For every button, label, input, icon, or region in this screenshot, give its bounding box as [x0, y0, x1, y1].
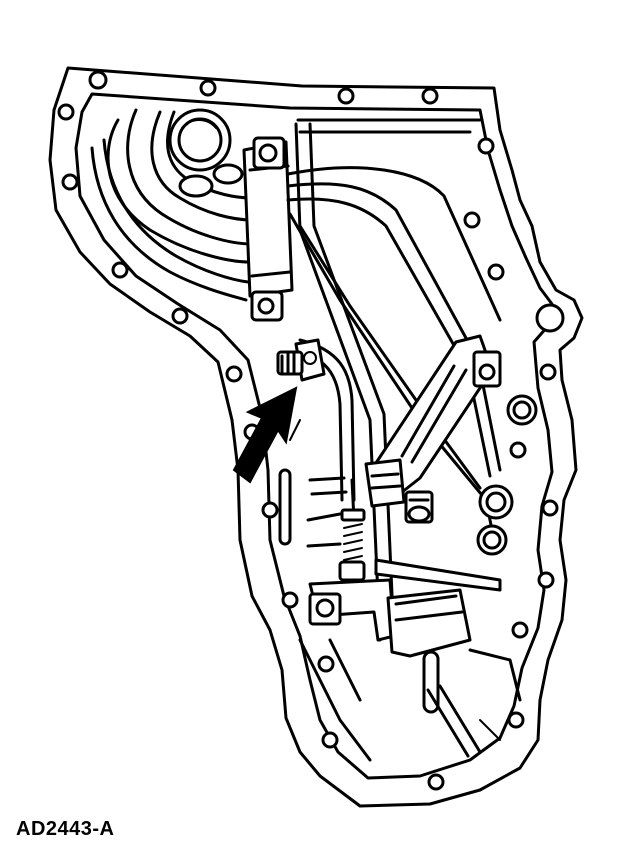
bolt-hole — [509, 441, 527, 459]
right-fittings — [476, 394, 538, 556]
manual-lever-plate — [370, 334, 502, 502]
pointer-arrow-icon — [232, 386, 298, 484]
lower-bracket — [308, 578, 396, 642]
bolt-hole — [88, 70, 108, 90]
casting-web — [289, 419, 501, 741]
bolt-hole — [57, 103, 75, 121]
fluid-passages — [90, 108, 254, 302]
oval-port — [212, 163, 244, 185]
bolt-hole — [539, 363, 557, 381]
target-fitting — [276, 338, 326, 382]
cam-bracket — [364, 458, 406, 508]
bolt-hole — [511, 621, 529, 639]
bolt-hole — [281, 591, 299, 609]
bolt-hole — [427, 773, 445, 791]
bolt-hole — [337, 87, 355, 105]
slot — [422, 650, 440, 714]
casting-web — [468, 648, 522, 702]
housing-inner-outline — [74, 92, 554, 780]
bolt-hole — [321, 731, 339, 749]
bolt-hole — [537, 571, 555, 589]
bolt-hole — [111, 261, 129, 279]
bolt-hole — [199, 79, 217, 97]
bolt-hole — [261, 501, 279, 519]
ramp-plate — [306, 476, 348, 548]
round-port — [168, 108, 232, 172]
oval-port — [178, 174, 214, 198]
tube-clamp-bracket — [242, 136, 294, 322]
bolt-hole — [541, 499, 559, 517]
bracket-bolt — [404, 490, 434, 524]
bolt-hole — [171, 307, 189, 325]
housing-outer-outline — [48, 66, 584, 808]
slot — [278, 468, 292, 546]
slot-diagonal — [426, 688, 470, 758]
ramp-plate — [374, 558, 502, 592]
bolt-hole — [463, 211, 481, 229]
slot-diagonal — [438, 684, 482, 754]
bolt-hole — [317, 655, 335, 673]
bolt-hole — [487, 263, 505, 281]
bolt-hole — [477, 137, 495, 155]
bolt-hole — [421, 87, 439, 105]
bolt-hole — [225, 365, 243, 383]
bolt-hole — [535, 303, 565, 333]
filter-body — [386, 588, 472, 658]
casting-web — [298, 638, 372, 762]
detent-spring — [338, 478, 366, 582]
bolt-hole — [507, 711, 525, 729]
figure-id-label: AD2443-A — [16, 818, 115, 840]
bolt-hole — [61, 173, 79, 191]
